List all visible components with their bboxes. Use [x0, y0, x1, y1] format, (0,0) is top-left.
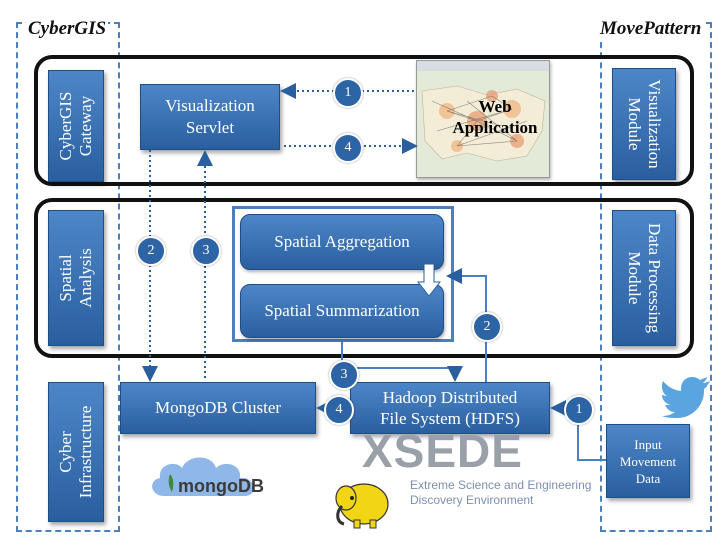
gateway-layer-frame	[34, 55, 694, 186]
badge-4-bottom: 4	[324, 395, 354, 425]
badge-1-right: 1	[564, 395, 594, 425]
spatial-summarization-box: Spatial Summarization	[240, 284, 444, 338]
servlet-line1: Visualization	[165, 96, 255, 115]
web-application-map	[416, 60, 550, 178]
down-arrow-icon	[417, 264, 441, 297]
data-processing-module-label: Data Processing Module	[612, 210, 676, 346]
badge-1-top: 1	[333, 78, 363, 108]
input-line1: Input	[634, 436, 662, 452]
connector-3-bottom	[341, 342, 463, 382]
input-movement-data-box: Input Movement Data	[606, 424, 690, 498]
web-application-title: Web Application	[440, 96, 550, 138]
xsede-subtitle: Extreme Science and Engineering Discover…	[410, 478, 591, 508]
analysis-layer-frame	[34, 198, 694, 358]
hdfs-line2: File System (HDFS)	[380, 409, 520, 428]
spatial-row-label: Spatial Analysis	[48, 210, 104, 346]
xsede-sub-line1: Extreme Science and Engineering	[410, 478, 592, 492]
mongodb-logo-text: mongoDB	[178, 476, 264, 496]
cybergis-column-title: CyberGIS	[26, 18, 109, 40]
mongodb-cloud-logo	[152, 457, 254, 496]
hdfs-line1: Hadoop Distributed	[382, 388, 518, 407]
badge-3-bottom: 3	[329, 360, 359, 390]
badge-3-left: 3	[191, 236, 221, 266]
web-line2: Application	[452, 118, 538, 137]
hadoop-elephant-logo	[335, 483, 389, 529]
servlet-line2: Servlet	[185, 118, 235, 137]
badge-2-left: 2	[136, 236, 166, 266]
input-line3: Data	[635, 470, 661, 486]
hdfs-box: Hadoop Distributed File System (HDFS)	[350, 382, 550, 434]
web-line1: Web	[478, 97, 512, 116]
spatial-aggregation-box: Spatial Aggregation	[240, 214, 444, 270]
connector-2-right	[446, 268, 487, 382]
twitter-bird-icon	[662, 377, 710, 418]
visualization-servlet-box: Visualization Servlet	[140, 84, 280, 150]
badge-4-top: 4	[333, 133, 363, 163]
visualization-module-label: Visualization Module	[612, 68, 676, 180]
badge-2-right: 2	[472, 312, 502, 342]
mongodb-cluster-box: MongoDB Cluster	[120, 382, 316, 434]
gateway-row-label: CyberGIS Gateway	[48, 70, 104, 182]
xsede-logo: XSEDE	[362, 425, 523, 477]
cyber-row-label: Cyber Infrastructure	[48, 382, 104, 522]
movepattern-column-title: MovePattern	[598, 18, 704, 40]
xsede-sub-line2: Discovery Environment	[410, 493, 534, 507]
input-line2: Movement	[619, 453, 677, 469]
map-image	[417, 61, 549, 177]
